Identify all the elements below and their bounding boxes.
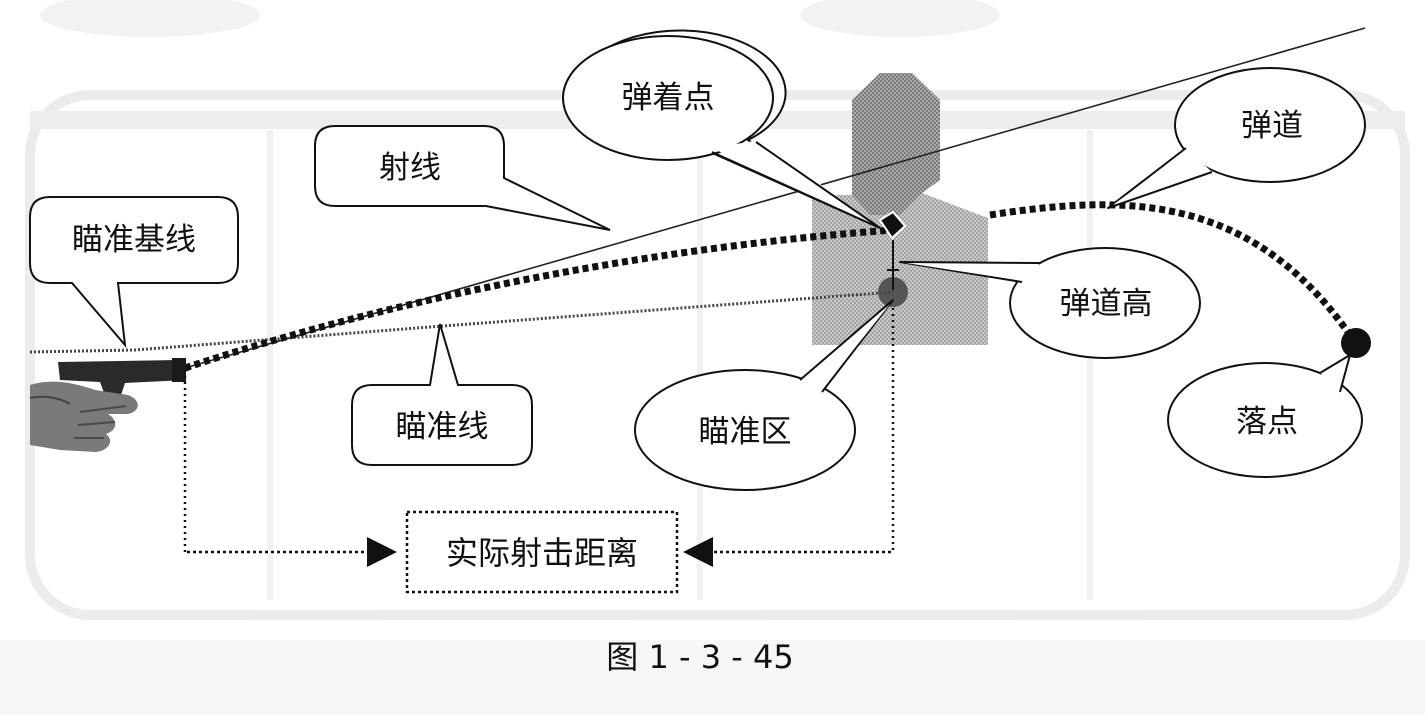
aiming-baseline-label: 瞄准基线	[72, 222, 196, 258]
distance-label-box	[405, 510, 679, 594]
silhouette-target	[812, 73, 988, 345]
callout-trajectory-height: 弹道高	[899, 247, 1201, 359]
actual-distance-label: 实际射击距离	[446, 534, 638, 572]
aiming-zone-label: 瞄准区	[699, 414, 792, 450]
impact-point-label: 弹着点	[622, 80, 715, 116]
line-of-sight-label: 瞄准线	[396, 409, 489, 445]
distance-dimension: 实际射击距离	[183, 308, 895, 594]
callout-aiming-zone: 瞄准区	[634, 299, 894, 491]
trajectory-path	[183, 226, 894, 372]
callout-impact-point: 弹着点	[562, 29, 881, 229]
trajectory-height-label: 弹道高	[1060, 286, 1153, 322]
hand-with-pistol-icon	[29, 358, 186, 452]
callout-landing-point: 落点	[1167, 354, 1363, 478]
landing-point-dot	[1341, 328, 1371, 358]
landing-point-label: 落点	[1236, 404, 1298, 440]
trajectory-label: 弹道	[1241, 108, 1303, 144]
callout-line-of-sight: 瞄准线	[351, 323, 533, 466]
callout-trajectory: 弹道	[1107, 67, 1366, 209]
figure-caption: 图 1 - 3 - 45	[606, 638, 793, 676]
line-of-sight	[29, 290, 894, 354]
callout-aiming-baseline: 瞄准基线	[29, 196, 239, 349]
impact-point-marker	[878, 210, 907, 240]
line-of-fire-label: 射线	[379, 150, 441, 186]
trajectory-path-beyond-target	[989, 201, 1355, 340]
callout-line-of-fire: 射线	[314, 125, 611, 231]
